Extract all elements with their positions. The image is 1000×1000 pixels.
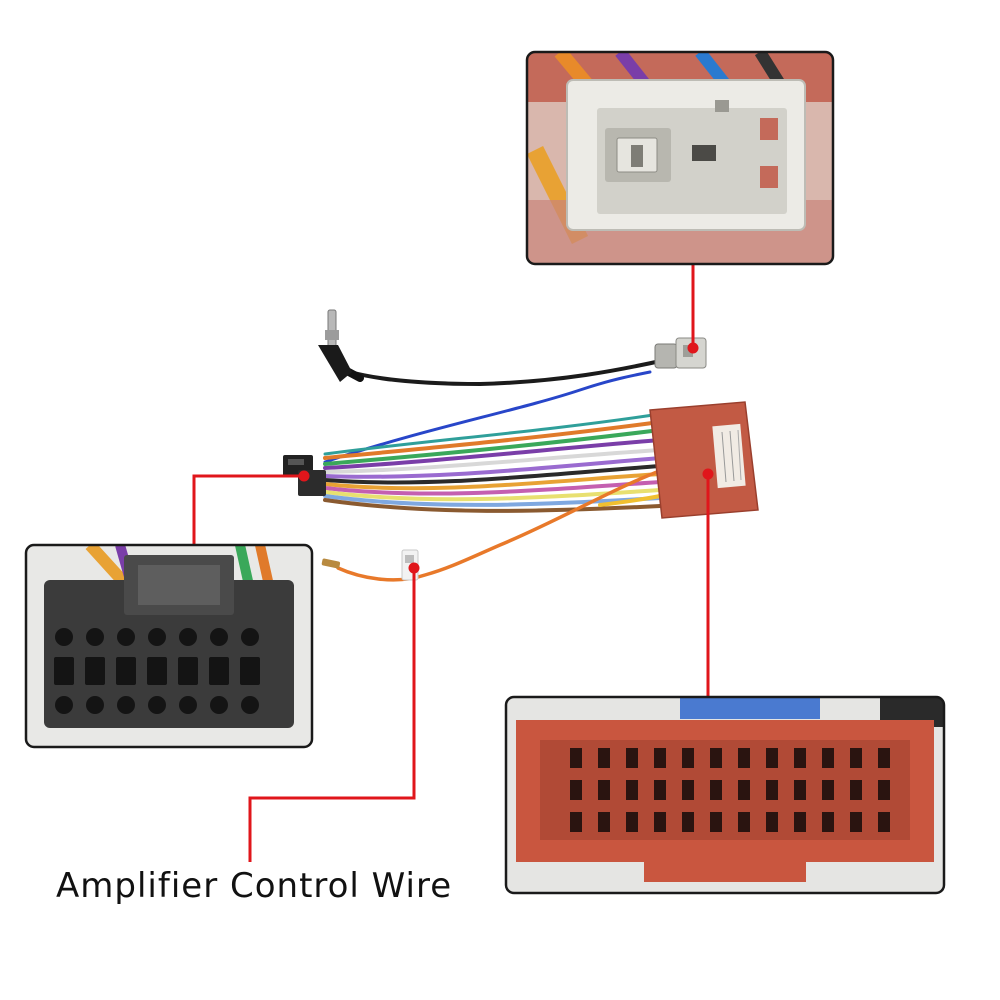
pin-socket bbox=[822, 748, 834, 768]
pin-socket bbox=[738, 748, 750, 768]
pin-socket bbox=[55, 628, 73, 646]
pin-socket bbox=[55, 696, 73, 714]
pin-socket bbox=[626, 780, 638, 800]
pin-socket bbox=[710, 748, 722, 768]
pin-socket bbox=[850, 812, 862, 832]
leader-dot-orange-wire bbox=[408, 562, 420, 574]
pin-socket bbox=[626, 748, 638, 768]
pin-socket bbox=[794, 780, 806, 800]
leader-dot-black-plug bbox=[298, 470, 310, 482]
pin-socket bbox=[86, 696, 104, 714]
antenna-plug-icon bbox=[318, 309, 352, 382]
pin-socket bbox=[654, 748, 666, 768]
pin-socket bbox=[710, 812, 722, 832]
pin-socket bbox=[117, 696, 135, 714]
pin-socket bbox=[570, 748, 582, 768]
pin-socket bbox=[878, 748, 890, 768]
pin-socket bbox=[241, 628, 259, 646]
pin-socket bbox=[179, 628, 197, 646]
pin-socket bbox=[598, 812, 610, 832]
pin-socket bbox=[210, 696, 228, 714]
pin-socket bbox=[85, 657, 105, 685]
leader-lines bbox=[192, 264, 710, 862]
pin-socket bbox=[148, 628, 166, 646]
pin-socket bbox=[117, 628, 135, 646]
pin-socket bbox=[682, 812, 694, 832]
pin-socket bbox=[178, 657, 198, 685]
pin-socket bbox=[654, 780, 666, 800]
pin-socket bbox=[850, 748, 862, 768]
pin-socket bbox=[682, 748, 694, 768]
pin-socket bbox=[654, 812, 666, 832]
pin-socket bbox=[766, 780, 778, 800]
pin-socket bbox=[570, 812, 582, 832]
inset-black-connector bbox=[24, 543, 314, 749]
red-oem-plug-icon bbox=[649, 401, 759, 519]
pin-socket bbox=[794, 748, 806, 768]
pin-socket bbox=[766, 748, 778, 768]
pin-socket bbox=[822, 780, 834, 800]
pin-socket bbox=[570, 780, 582, 800]
pin-socket bbox=[766, 812, 778, 832]
pin-grid bbox=[54, 628, 260, 714]
pin-socket bbox=[878, 780, 890, 800]
pin-socket bbox=[822, 812, 834, 832]
red-pin-grid bbox=[570, 748, 890, 832]
pin-socket bbox=[738, 812, 750, 832]
pin-socket bbox=[148, 696, 166, 714]
pin-socket bbox=[794, 812, 806, 832]
pin-socket bbox=[738, 780, 750, 800]
pin-socket bbox=[116, 657, 136, 685]
pin-socket bbox=[147, 657, 167, 685]
pin-socket bbox=[598, 748, 610, 768]
pin-socket bbox=[710, 780, 722, 800]
inset-red-connector bbox=[504, 695, 946, 895]
pin-socket bbox=[682, 780, 694, 800]
pin-socket bbox=[626, 812, 638, 832]
pin-socket bbox=[210, 628, 228, 646]
leader-dot-white-adapter bbox=[687, 342, 699, 354]
pin-socket bbox=[86, 628, 104, 646]
pin-socket bbox=[850, 780, 862, 800]
pin-socket bbox=[54, 657, 74, 685]
pin-socket bbox=[598, 780, 610, 800]
pin-socket bbox=[240, 657, 260, 685]
pin-socket bbox=[179, 696, 197, 714]
pin-socket bbox=[878, 812, 890, 832]
orange-wire-tip bbox=[321, 558, 341, 569]
wire-bundle bbox=[323, 370, 664, 582]
inset-white-connector bbox=[525, 50, 835, 266]
white-antenna-adapter-icon bbox=[654, 337, 707, 369]
pin-socket bbox=[209, 657, 229, 685]
pin-socket bbox=[241, 696, 259, 714]
amplifier-control-wire-label: Amplifier Control Wire bbox=[56, 866, 453, 906]
